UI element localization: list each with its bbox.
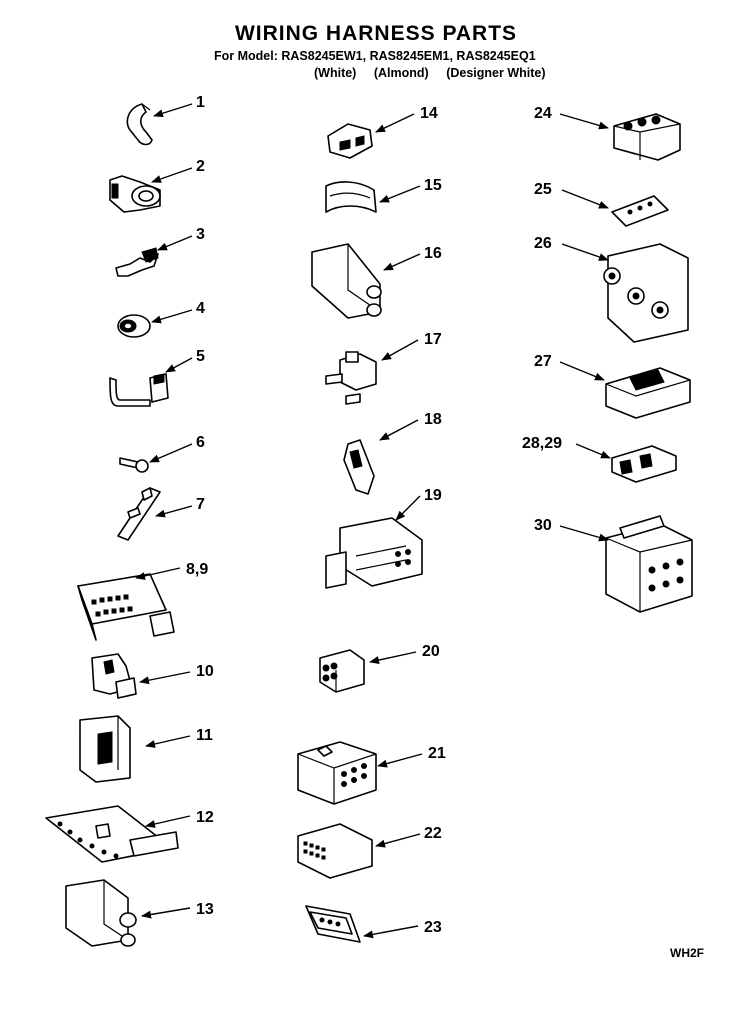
part-6-screw[interactable] bbox=[119, 457, 149, 473]
callout-20: 20 bbox=[422, 643, 440, 660]
color-variants: (White) (Almond) (Designer White) bbox=[314, 66, 560, 80]
part-1-clip[interactable] bbox=[126, 103, 153, 146]
part-11-housing[interactable] bbox=[79, 715, 131, 783]
callout-8-9: 8,9 bbox=[186, 561, 208, 578]
callout-1: 1 bbox=[196, 94, 205, 111]
part-7-bracket[interactable] bbox=[117, 487, 161, 541]
part-10-connector[interactable] bbox=[91, 653, 137, 699]
diagram-code: WH2F bbox=[670, 946, 704, 960]
color-white: (White) bbox=[314, 66, 357, 80]
part-28-29-connector[interactable] bbox=[611, 445, 677, 483]
part-2-cable-clamp[interactable] bbox=[109, 175, 161, 213]
part-27-connector[interactable] bbox=[605, 367, 691, 419]
diagram-title: WIRING HARNESS PARTS bbox=[234, 22, 518, 45]
part-8-9-connector[interactable] bbox=[77, 573, 175, 641]
callout-7: 7 bbox=[196, 496, 205, 513]
part-17-tap[interactable] bbox=[325, 351, 377, 405]
leader-arrows bbox=[135, 103, 611, 939]
callout-30: 30 bbox=[534, 517, 552, 534]
part-3-wire-clip[interactable] bbox=[115, 247, 159, 277]
callout-26: 26 bbox=[534, 235, 552, 252]
part-5-hose-clip[interactable] bbox=[109, 373, 169, 407]
part-18-clip[interactable] bbox=[343, 439, 375, 495]
part-21-connector[interactable] bbox=[297, 741, 377, 805]
part-25-terminal-plate[interactable] bbox=[611, 195, 669, 227]
part-14-connector[interactable] bbox=[327, 123, 373, 159]
part-19-connector[interactable] bbox=[325, 517, 423, 589]
part-30-connector[interactable] bbox=[605, 515, 693, 613]
callout-17: 17 bbox=[424, 331, 442, 348]
part-12-terminal-strip[interactable] bbox=[45, 805, 179, 863]
part-24-connector[interactable] bbox=[613, 113, 681, 161]
part-20-connector[interactable] bbox=[319, 649, 365, 693]
callout-23: 23 bbox=[424, 919, 442, 936]
callout-27: 27 bbox=[534, 353, 552, 370]
callout-10: 10 bbox=[196, 663, 214, 680]
color-designer-white: (Designer White) bbox=[446, 66, 546, 80]
callout-labels: 1 2 3 4 5 6 7 8,9 10 11 12 13 14 15 16 1… bbox=[186, 94, 562, 936]
callout-28-29: 28,29 bbox=[522, 435, 562, 452]
callout-4: 4 bbox=[196, 300, 205, 317]
callout-22: 22 bbox=[424, 825, 442, 842]
part-22-connector[interactable] bbox=[297, 823, 373, 879]
model-line: For Model: RAS8245EW1, RAS8245EM1, RAS82… bbox=[214, 49, 536, 63]
callout-5: 5 bbox=[196, 348, 205, 365]
color-almond: (Almond) bbox=[373, 66, 429, 80]
part-4-grommet[interactable] bbox=[117, 314, 151, 338]
callout-2: 2 bbox=[196, 158, 205, 175]
part-23-connector[interactable] bbox=[305, 905, 361, 943]
part-26-connector[interactable] bbox=[603, 243, 689, 343]
callout-16: 16 bbox=[424, 245, 442, 262]
callout-11: 11 bbox=[196, 727, 213, 744]
callout-19: 19 bbox=[424, 487, 442, 504]
part-15-sleeve[interactable] bbox=[325, 181, 377, 213]
part-13-connector[interactable] bbox=[65, 879, 137, 947]
callout-25: 25 bbox=[534, 181, 552, 198]
callout-12: 12 bbox=[196, 809, 214, 826]
part-16-connector[interactable] bbox=[311, 243, 382, 319]
callout-13: 13 bbox=[196, 901, 214, 918]
callout-3: 3 bbox=[196, 226, 205, 243]
callout-14: 14 bbox=[420, 105, 438, 122]
callout-6: 6 bbox=[196, 434, 205, 451]
callout-24: 24 bbox=[534, 105, 552, 122]
callout-18: 18 bbox=[424, 411, 442, 428]
callout-21: 21 bbox=[428, 745, 446, 762]
callout-15: 15 bbox=[424, 177, 442, 194]
